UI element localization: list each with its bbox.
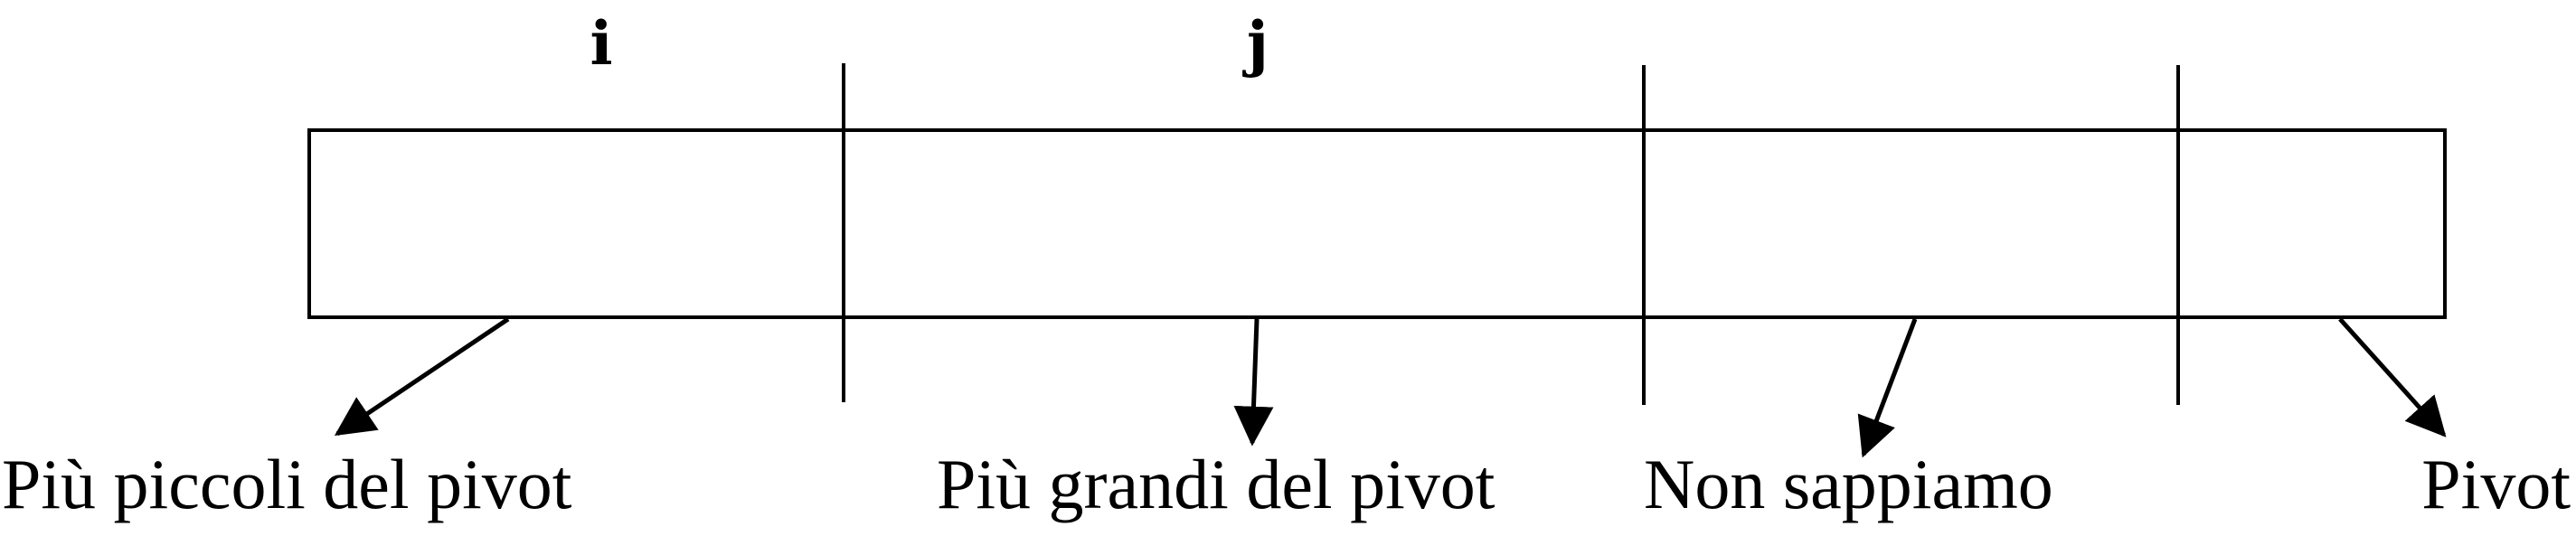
arrow-unknown bbox=[1857, 318, 1918, 458]
index-i-label: i bbox=[590, 8, 612, 79]
index-j-label: j bbox=[1242, 8, 1269, 79]
label-larger-than-pivot: Più grandi del pivot bbox=[937, 445, 1496, 523]
arrow-larger bbox=[1233, 318, 1274, 447]
arrow-smaller bbox=[334, 316, 510, 437]
arrow-pivot bbox=[2338, 317, 2447, 437]
array-box bbox=[307, 128, 2447, 319]
label-pivot: Pivot bbox=[2421, 445, 2571, 523]
label-unknown: Non sappiamo bbox=[1644, 445, 2053, 523]
label-smaller-than-pivot: Più piccoli del pivot bbox=[2, 445, 572, 523]
